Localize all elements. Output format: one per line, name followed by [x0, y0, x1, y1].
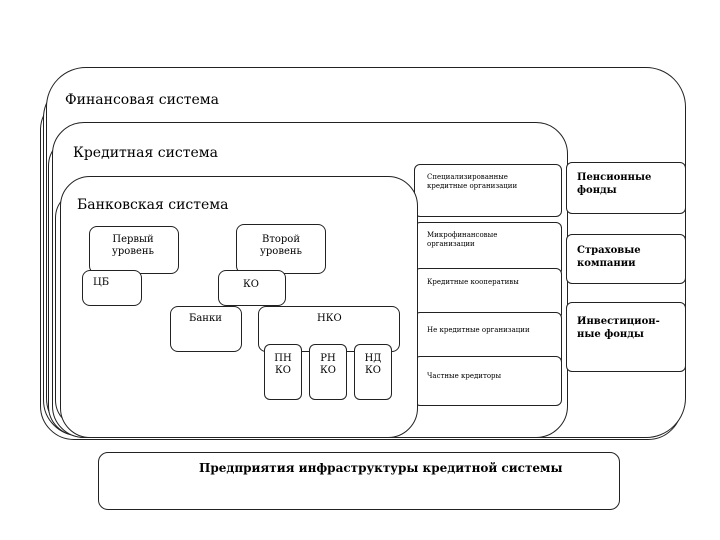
insurance-companies-label: Страховые компании — [577, 245, 641, 269]
first-level-box: Первый уровень — [89, 226, 179, 274]
investment-funds-box: Инвестицион-ные фонды — [566, 302, 686, 372]
ko-box: КО — [218, 270, 286, 306]
ko-label: КО — [243, 279, 259, 290]
specialized-credit-orgs-label: Специализированные кредитные организации — [427, 173, 518, 190]
pension-funds-label: Пенсионные фонды — [577, 172, 652, 196]
noncredit-orgs-label: Не кредитные организации — [427, 326, 530, 334]
ndko-box: НД КО — [354, 344, 392, 400]
specialized-credit-orgs-box: Специализированные кредитные организации — [414, 164, 562, 217]
credit-system-title: Кредитная система — [73, 145, 219, 161]
nko-label: НКО — [317, 313, 342, 324]
rnko-box: РН КО — [309, 344, 347, 400]
banks-box: Банки — [170, 306, 242, 352]
cb-label: ЦБ — [93, 277, 110, 288]
second-level-box: Второй уровень — [236, 224, 326, 274]
credit-cooperatives-label: Кредитные кооперативы — [427, 278, 519, 286]
cb-box: ЦБ — [82, 270, 142, 306]
investment-funds-label: Инвестицион-ные фонды — [577, 316, 660, 340]
credit-cooperatives-box: Кредитные кооперативы — [414, 268, 562, 320]
financial-system-title: Финансовая система — [65, 92, 220, 108]
infrastructure-label: Предприятия инфраструктуры кредитной сис… — [199, 461, 563, 475]
private-lenders-box: Частные кредиторы — [414, 356, 562, 406]
banking-system-title: Банковская система — [77, 197, 229, 213]
infrastructure-box: Предприятия инфраструктуры кредитной сис… — [98, 452, 620, 510]
ndko-label: НД КО — [364, 353, 382, 376]
banks-label: Банки — [189, 313, 222, 324]
pnko-box: ПН КО — [264, 344, 302, 400]
first-level-label: Первый уровень — [112, 234, 154, 257]
pnko-label: ПН КО — [274, 353, 292, 376]
private-lenders-label: Частные кредиторы — [427, 372, 502, 380]
second-level-label: Второй уровень — [260, 234, 302, 257]
insurance-companies-box: Страховые компании — [566, 234, 686, 284]
rnko-label: РН КО — [320, 353, 336, 376]
pension-funds-box: Пенсионные фонды — [566, 162, 686, 214]
microfinance-orgs-label: Микрофинансовые организации — [427, 231, 498, 248]
